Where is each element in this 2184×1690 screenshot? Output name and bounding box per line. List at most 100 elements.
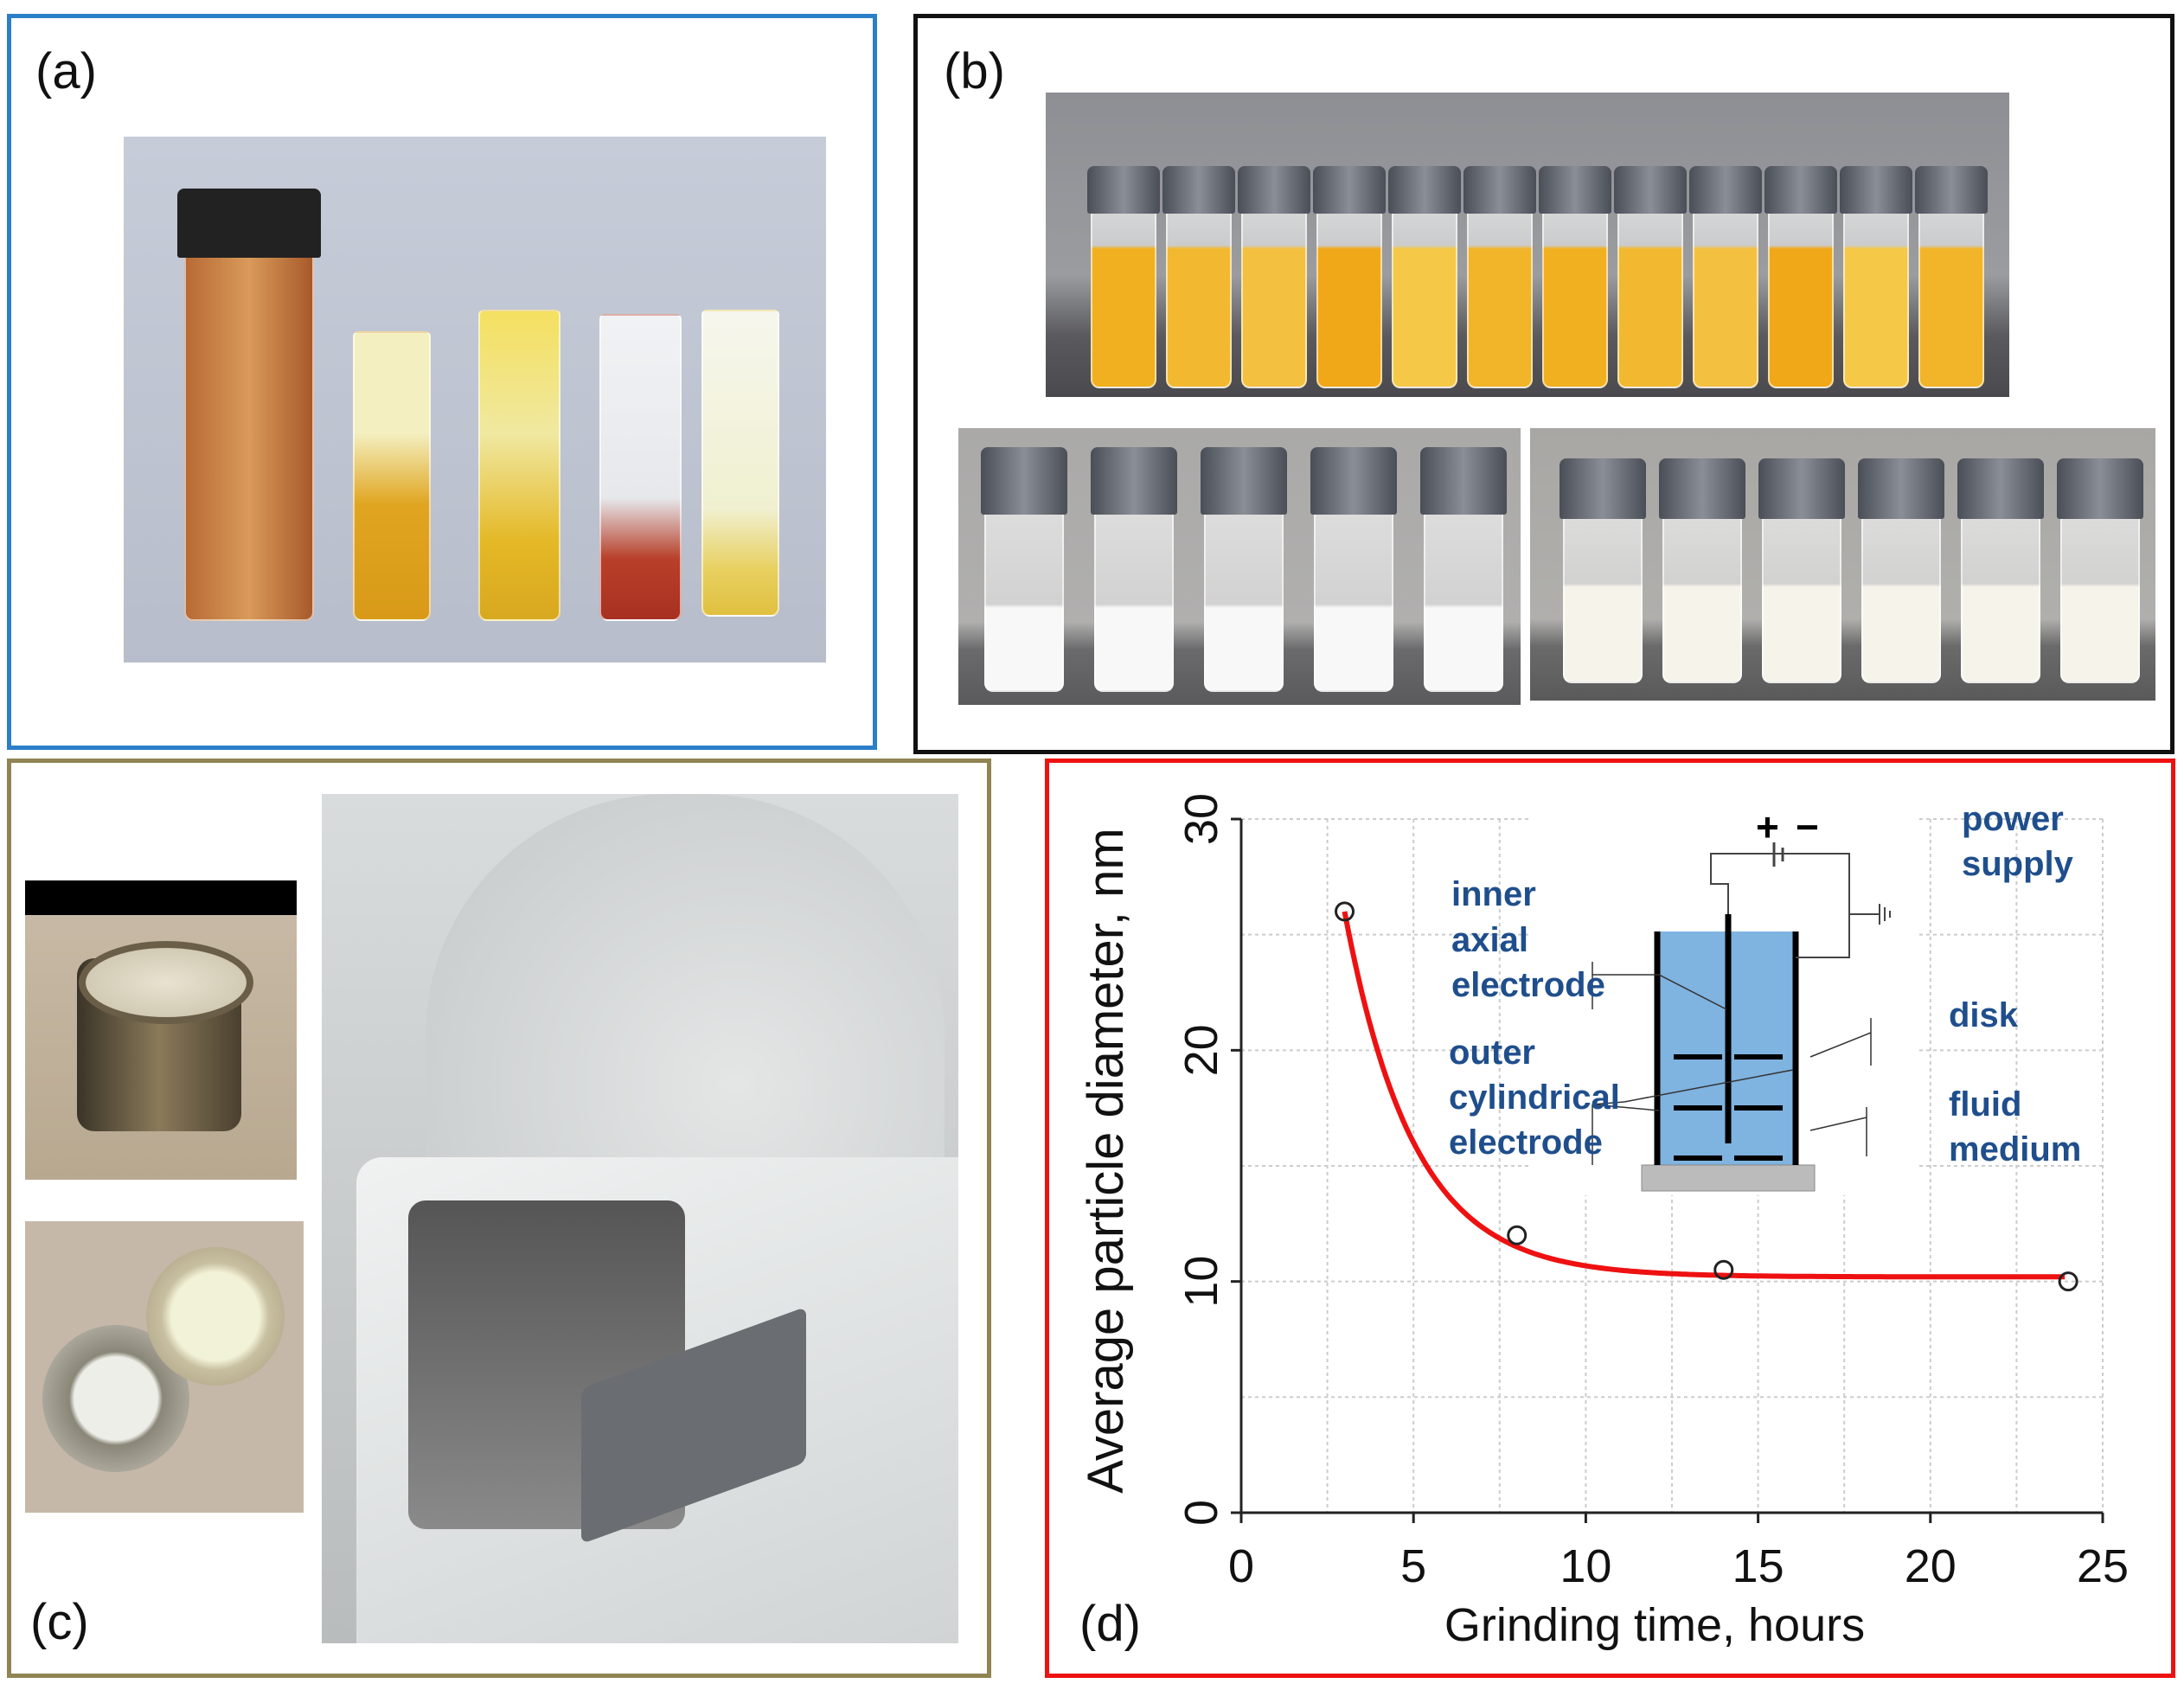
electrode-reactor-diagram: + − power supply inner axial electrode o… bbox=[1449, 800, 2081, 1195]
y-tick-label: 0 bbox=[1175, 1500, 1227, 1526]
vial bbox=[1843, 196, 1909, 388]
label-outer: outer bbox=[1449, 1034, 1535, 1072]
vial-cap bbox=[1201, 447, 1287, 515]
vial-cap bbox=[1087, 166, 1160, 214]
x-tick-label: 25 bbox=[2077, 1540, 2129, 1592]
fit-curve bbox=[1342, 911, 2066, 1280]
vial bbox=[1314, 497, 1393, 692]
small-vial bbox=[353, 331, 431, 621]
vial-cap bbox=[1091, 447, 1177, 515]
data-point bbox=[2058, 1271, 2078, 1292]
vial-cap bbox=[981, 447, 1067, 515]
label-axial: axial bbox=[1451, 921, 1528, 959]
vial-cap bbox=[1388, 166, 1461, 214]
vial bbox=[1392, 196, 1457, 388]
vial bbox=[1241, 196, 1307, 388]
vial-cap bbox=[1463, 166, 1536, 214]
vial-cap bbox=[1689, 166, 1762, 214]
batio3-vials-photo bbox=[958, 428, 1521, 705]
large-vial bbox=[184, 232, 314, 621]
label-cylindrical: cylindrical bbox=[1449, 1079, 1620, 1117]
vial-cap bbox=[2057, 458, 2143, 519]
vial bbox=[1961, 502, 2040, 683]
grinding-jar-closed-photo bbox=[25, 880, 297, 1180]
small-vial bbox=[599, 314, 682, 621]
panel-d: 0 5 10 15 20 25 0 10 20 30 + bbox=[1045, 759, 2175, 1678]
label-fluid: fluid bbox=[1949, 1085, 2021, 1123]
y-tick-label: 30 bbox=[1175, 793, 1227, 845]
vial bbox=[1693, 196, 1758, 388]
minus-sign: − bbox=[1796, 804, 1819, 849]
label-inner: inner bbox=[1451, 875, 1536, 913]
y-tick-label: 20 bbox=[1175, 1024, 1227, 1076]
vial-cap bbox=[1858, 458, 1944, 519]
pbtio3-vials-photo bbox=[1530, 428, 2155, 701]
label-power: power bbox=[1962, 800, 2064, 838]
vial-cap bbox=[1162, 166, 1235, 214]
vial bbox=[1204, 497, 1284, 692]
reactor-base bbox=[1641, 1164, 1816, 1192]
grinding-jar-open-photo bbox=[25, 1221, 304, 1513]
label-leader-lines bbox=[1592, 962, 1872, 1165]
plus-sign: + bbox=[1756, 804, 1779, 849]
yellow-suspension-vials-photo bbox=[1046, 93, 2009, 397]
vial-cap bbox=[1957, 458, 2044, 519]
particle-size-chart: 0 5 10 15 20 25 0 10 20 30 + bbox=[1078, 793, 2129, 1652]
panel-b: (b) bbox=[913, 14, 2174, 754]
vial bbox=[1768, 196, 1834, 388]
vial-cap bbox=[1313, 166, 1386, 214]
vial bbox=[1861, 502, 1941, 683]
label-medium: medium bbox=[1949, 1130, 2081, 1168]
vial bbox=[1918, 196, 1984, 388]
panel-label-c: (c) bbox=[30, 1594, 89, 1650]
vial-cap bbox=[1420, 447, 1507, 515]
vial bbox=[1424, 497, 1503, 692]
jar-lid bbox=[79, 941, 253, 1024]
label-inner-electrode: electrode bbox=[1451, 966, 1605, 1004]
vial-cap bbox=[1915, 166, 1988, 214]
label-supply: supply bbox=[1962, 845, 2074, 883]
panel-label-d: (d) bbox=[1079, 1596, 1141, 1652]
vial-cap bbox=[1238, 166, 1310, 214]
x-tick-label: 15 bbox=[1732, 1540, 1784, 1592]
vial bbox=[1542, 196, 1608, 388]
vial bbox=[984, 497, 1064, 692]
vial-cap bbox=[1539, 166, 1611, 214]
vial bbox=[1166, 196, 1232, 388]
data-point bbox=[1335, 901, 1355, 922]
vial-cap bbox=[1659, 458, 1745, 519]
vial-cap bbox=[1840, 166, 1912, 214]
circuit-wire bbox=[1710, 853, 1850, 958]
x-axis-label: Grinding time, hours bbox=[1444, 1599, 1865, 1651]
ground-icon bbox=[1879, 904, 1891, 925]
vial bbox=[1467, 196, 1533, 388]
vial-cap bbox=[1310, 447, 1397, 515]
vial-cap bbox=[1560, 458, 1646, 519]
jar-cap bbox=[146, 1247, 285, 1386]
vial bbox=[1563, 502, 1643, 683]
label-outer-electrode: electrode bbox=[1449, 1123, 1603, 1162]
vial-cap bbox=[1764, 166, 1837, 214]
x-tick-label: 20 bbox=[1905, 1540, 1957, 1592]
data-point bbox=[1507, 1225, 1528, 1245]
panel-c: (c) bbox=[7, 759, 991, 1678]
vial bbox=[1316, 196, 1382, 388]
y-axis-label: Average particle diameter, nm bbox=[1078, 828, 1134, 1493]
vial-cap bbox=[177, 189, 321, 258]
vial bbox=[2060, 502, 2140, 683]
label-disk: disk bbox=[1949, 996, 2019, 1034]
small-vial bbox=[478, 310, 560, 621]
vial bbox=[1662, 502, 1742, 683]
x-tick-label: 10 bbox=[1560, 1540, 1611, 1592]
vial bbox=[1091, 196, 1156, 388]
vial-cap bbox=[1614, 166, 1687, 214]
vial bbox=[1762, 502, 1841, 683]
panel-label-a: (a) bbox=[35, 43, 97, 99]
vial bbox=[1094, 497, 1174, 692]
vial-cap bbox=[1758, 458, 1845, 519]
vial bbox=[1617, 196, 1683, 388]
powder-vials-photo bbox=[124, 137, 826, 663]
x-tick-label: 5 bbox=[1400, 1540, 1426, 1592]
y-tick-label: 10 bbox=[1175, 1256, 1227, 1308]
x-tick-label: 0 bbox=[1228, 1540, 1254, 1592]
